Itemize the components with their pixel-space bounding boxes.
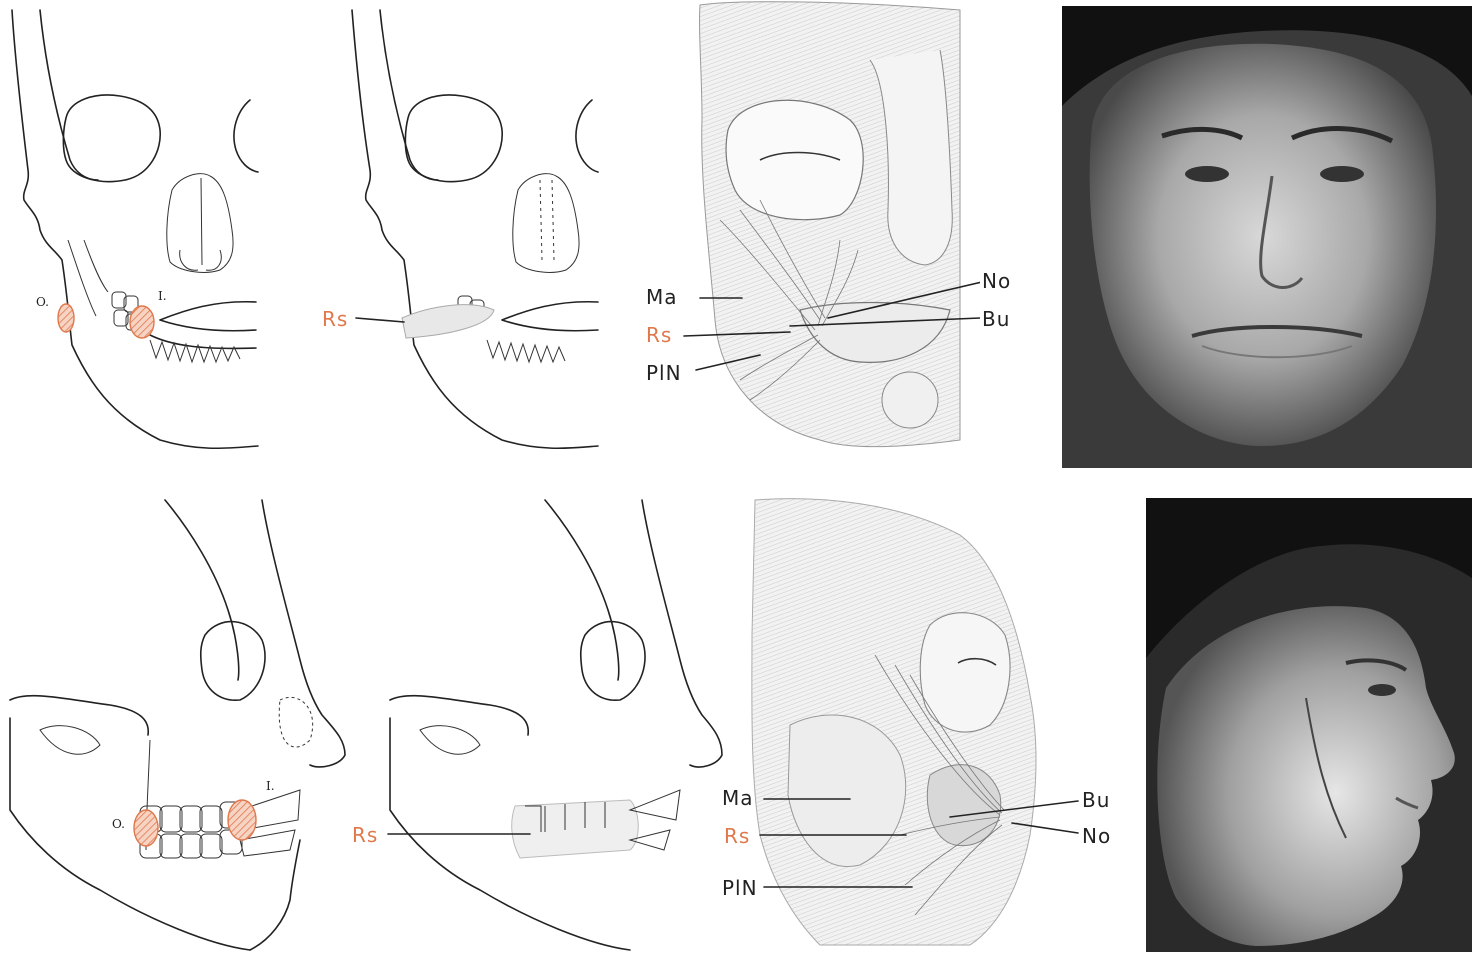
label-bu: Bu [1082, 788, 1110, 812]
skull-outline [390, 500, 722, 950]
label-rs: Rs [352, 823, 378, 847]
mentalis [882, 372, 938, 428]
lateral-skull-risorius: Rs [350, 490, 730, 954]
risorius-band [512, 800, 639, 858]
buccinator [927, 765, 1000, 846]
label-insertion: I. [158, 289, 167, 303]
lateral-muscle-illustration: Ma Rs PlN Bu No [700, 495, 1120, 950]
skull-outline [12, 10, 258, 448]
label-origin: O. [36, 295, 49, 309]
frontal-right-labels: No Bu [980, 262, 1040, 332]
lower-teeth [150, 340, 240, 362]
label-insertion: I. [266, 779, 275, 793]
label-no: No [1082, 824, 1111, 848]
lateral-face-photo [1146, 498, 1472, 952]
frontal-face-photo [1062, 6, 1472, 468]
label-pln: PlN [646, 361, 682, 385]
insertion-marker [228, 800, 256, 840]
risorius-band [402, 305, 494, 338]
label-bu: Bu [982, 307, 1010, 331]
frontal-muscle-illustration: Ma Rs PlN [640, 0, 980, 460]
frontal-skull-risorius: Rs [322, 0, 602, 460]
label-rs: Rs [322, 307, 348, 331]
rs-leader-line [356, 318, 404, 322]
skull-outline [10, 500, 345, 950]
label-no: No [982, 269, 1011, 293]
label-rs: Rs [724, 824, 750, 848]
frontal-skull-landmarks: O. I. [0, 0, 262, 460]
lateral-skull-landmarks: O. I. [0, 490, 360, 954]
label-ma: Ma [646, 285, 678, 309]
lateral-teeth [140, 790, 300, 858]
origin-marker [134, 810, 158, 846]
orbicularis-oculi [726, 100, 863, 219]
origin-marker [58, 304, 74, 332]
label-ma: Ma [722, 786, 754, 810]
insertion-marker [130, 306, 154, 338]
skull-outline [352, 10, 598, 448]
label-origin: O. [112, 817, 125, 831]
label-rs: Rs [646, 323, 672, 347]
label-pln: PlN [722, 876, 758, 900]
